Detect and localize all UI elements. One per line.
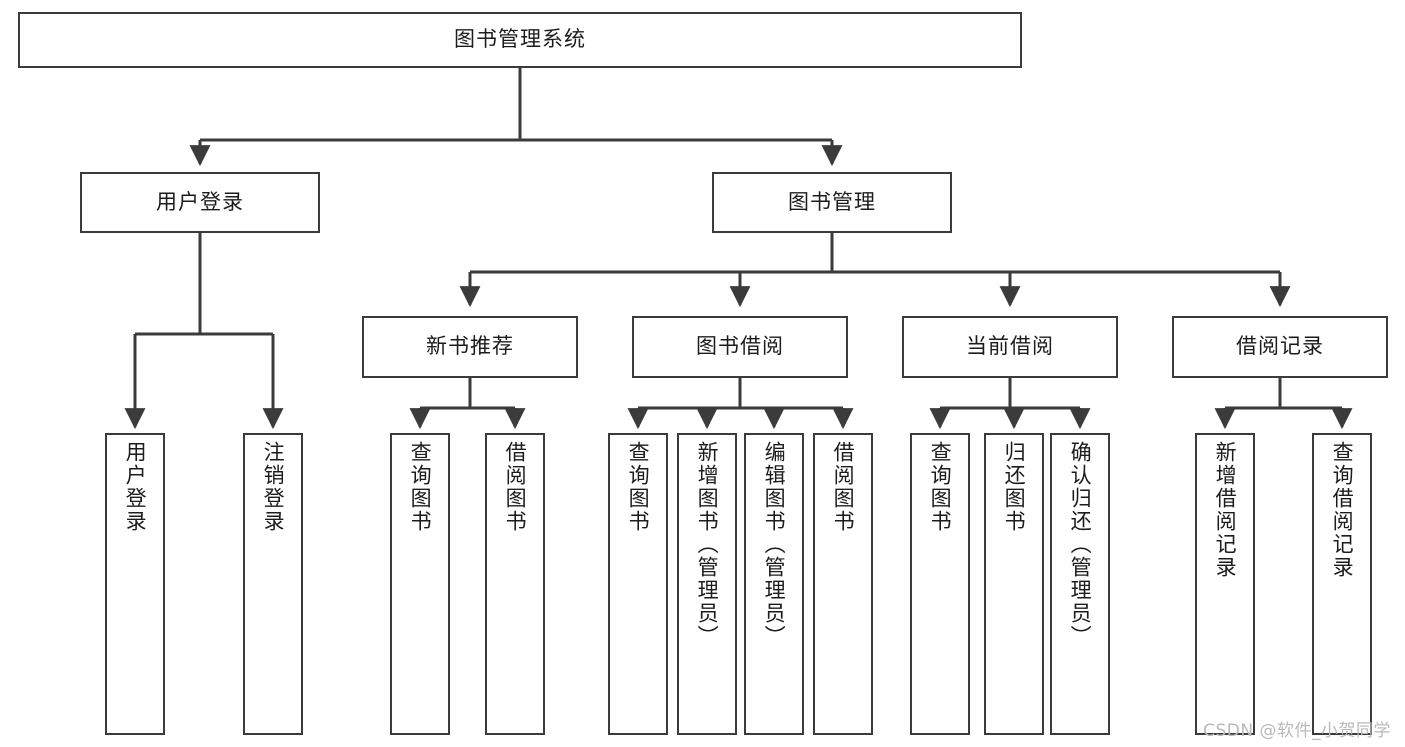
leaf-borrow-record-1-label: 新增借阅记录 [1213,441,1238,579]
node-book-manage-label: 图书管理 [788,189,876,214]
leaf-current-borrow-2-label: 归还图书 [1002,441,1027,533]
leaf-current-borrow-1[interactable]: 查询图书 [910,433,970,735]
leaf-user-login-2-label: 注销登录 [261,441,286,533]
leaf-book-borrow-3[interactable]: 编辑图书（管理员） [744,433,804,735]
node-root-label: 图书管理系统 [454,27,586,52]
leaf-current-borrow-3[interactable]: 确认归还（管理员） [1050,433,1110,735]
node-current-borrow-label: 当前借阅 [966,334,1054,359]
leaf-user-login-2[interactable]: 注销登录 [243,433,303,735]
node-current-borrow[interactable]: 当前借阅 [902,316,1118,378]
node-book-borrow-label: 图书借阅 [696,334,784,359]
node-root[interactable]: 图书管理系统 [18,12,1022,68]
node-new-book-recommend-label: 新书推荐 [426,334,514,359]
leaf-new-book-1[interactable]: 查询图书 [390,433,450,735]
leaf-book-borrow-2[interactable]: 新增图书（管理员） [677,433,737,735]
leaf-new-book-2-label: 借阅图书 [503,441,528,533]
node-book-manage[interactable]: 图书管理 [712,172,952,233]
leaf-current-borrow-1-label: 查询图书 [928,441,953,533]
node-new-book-recommend[interactable]: 新书推荐 [362,316,578,378]
leaf-book-borrow-2-label: 新增图书（管理员） [695,441,720,648]
leaf-book-borrow-3-label: 编辑图书（管理员） [762,441,787,648]
leaf-book-borrow-4[interactable]: 借阅图书 [813,433,873,735]
leaf-new-book-1-label: 查询图书 [408,441,433,533]
leaf-current-borrow-2[interactable]: 归还图书 [984,433,1044,735]
leaf-book-borrow-4-label: 借阅图书 [831,441,856,533]
node-book-borrow[interactable]: 图书借阅 [632,316,848,378]
leaf-borrow-record-2[interactable]: 查询借阅记录 [1312,433,1372,735]
leaf-book-borrow-1[interactable]: 查询图书 [608,433,668,735]
leaf-current-borrow-3-label: 确认归还（管理员） [1068,441,1093,648]
leaf-book-borrow-1-label: 查询图书 [626,441,651,533]
watermark: CSDN @软件_小贺同学 [1203,721,1391,741]
leaf-user-login-1-label: 用户登录 [123,441,148,533]
leaf-new-book-2[interactable]: 借阅图书 [485,433,545,735]
leaf-borrow-record-1[interactable]: 新增借阅记录 [1195,433,1255,735]
node-user-login[interactable]: 用户登录 [80,172,320,233]
node-borrow-record[interactable]: 借阅记录 [1172,316,1388,378]
node-borrow-record-label: 借阅记录 [1236,334,1324,359]
leaf-borrow-record-2-label: 查询借阅记录 [1330,441,1355,579]
leaf-user-login-1[interactable]: 用户登录 [105,433,165,735]
node-user-login-label: 用户登录 [156,189,244,214]
